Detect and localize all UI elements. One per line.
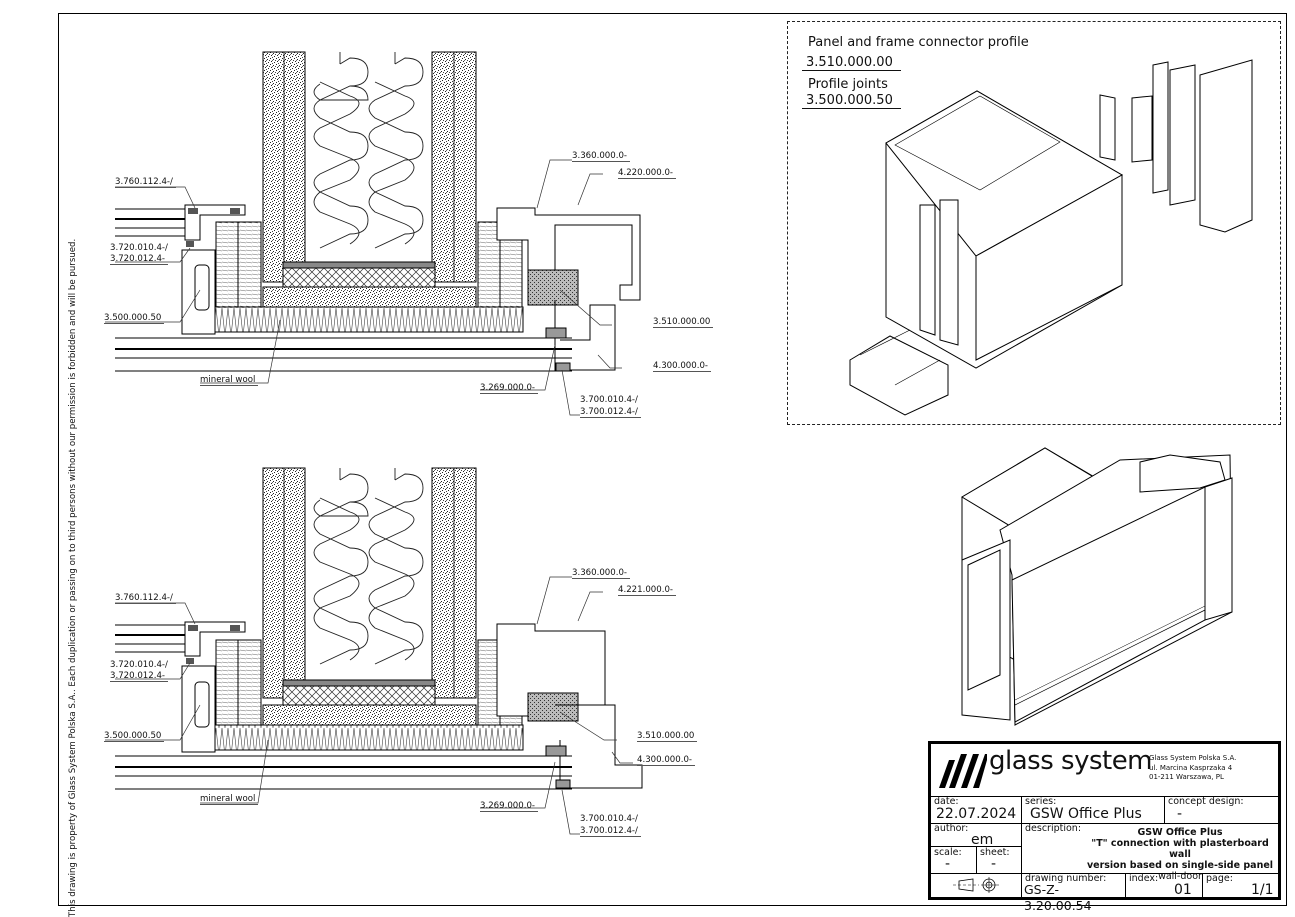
- callout-door-frame: 4.300.000.0-: [653, 361, 712, 372]
- callout-connector-profile: 3.510.000.00: [653, 317, 714, 328]
- logo-mark-icon: [939, 754, 987, 788]
- series-caption: series:: [1025, 796, 1057, 807]
- plan-section-bottom: [115, 467, 643, 790]
- callout-profile-joint: 3.500.000.50: [104, 313, 165, 324]
- profile-joints-code: 3.500.000.50: [802, 93, 901, 109]
- sheet-cell: sheet: -: [977, 847, 1021, 873]
- index-value: 01: [1174, 882, 1192, 898]
- callout-bottom-seal-2: 3.700.012.4-/: [580, 407, 641, 418]
- callout-frame-profile: 4.220.000.0-: [618, 168, 677, 179]
- title-block-header: glass system Glass System Polska S.A. ul…: [931, 744, 1278, 797]
- company-name: Glass System Polska S.A.: [1149, 754, 1237, 762]
- callout-bottom-seal-1: 3.700.010.4-/: [580, 814, 638, 824]
- description-line-3: version based on single-side panel: [1086, 860, 1274, 871]
- date-value: 22.07.2024: [936, 806, 1017, 822]
- description-line-1: GSW Office Plus: [1137, 827, 1223, 838]
- index-caption: index:: [1129, 873, 1159, 884]
- drawing-number-cell: drawing number: GS-Z-3.20.00.54: [1022, 873, 1124, 913]
- author-value: em: [971, 832, 994, 848]
- description-caption: description:: [1025, 823, 1082, 834]
- page-caption: page:: [1206, 873, 1233, 884]
- description-line-2: "T" connection with plasterboard wall: [1091, 838, 1269, 860]
- concept-cell: concept design: -: [1165, 796, 1275, 823]
- callout-glass-seal: 3.269.000.0-: [480, 383, 539, 394]
- callout-mineral-wool: mineral wool: [200, 794, 259, 805]
- callout-seal-top: 3.760.112.4-/: [115, 177, 176, 188]
- page-value: 1/1: [1251, 882, 1274, 898]
- profile-joints-title: Profile joints: [808, 77, 888, 92]
- callout-seal-mid-1: 3.720.010.4-/: [110, 660, 168, 670]
- author-caption: author:: [934, 823, 969, 834]
- title-block: glass system Glass System Polska S.A. ul…: [928, 741, 1281, 913]
- callout-connector-profile: 3.510.000.00: [637, 731, 698, 742]
- concept-value: -: [1177, 806, 1183, 822]
- scale-caption: scale:: [934, 847, 962, 858]
- description-cell: description: GSW Office Plus "T" connect…: [1022, 823, 1278, 882]
- scale-cell: scale: -: [931, 847, 976, 873]
- connector-profile-code: 3.510.000.00: [802, 55, 901, 71]
- series-value: GSW Office Plus: [1030, 806, 1142, 822]
- concept-caption: concept design:: [1168, 796, 1244, 807]
- callout-seal-mid-2: 3.720.012.4-: [110, 671, 169, 682]
- callout-seal-mid-2: 3.720.012.4-: [110, 254, 169, 265]
- drawing-number-caption: drawing number:: [1025, 873, 1107, 884]
- logo-text: glass system: [989, 746, 1153, 776]
- date-cell: date: 22.07.2024: [931, 796, 1021, 823]
- isometric-view-assembled: [961, 447, 1233, 726]
- drawing-border: [58, 13, 1287, 906]
- callout-frame-profile: 4.221.000.0-: [618, 585, 677, 596]
- series-cell: series: GSW Office Plus: [1022, 796, 1163, 823]
- projection-symbol-icon: [953, 877, 999, 893]
- leader-lines-top: [105, 159, 622, 416]
- callout-glass-seal: 3.269.000.0-: [480, 801, 539, 812]
- isometric-detail-box: [787, 21, 1281, 425]
- author-cell: author: em: [931, 823, 1021, 848]
- plan-section-top: [115, 51, 641, 372]
- description-line-4: wall-door: [1158, 871, 1202, 882]
- callout-bottom-seal-1: 3.700.010.4-/: [580, 395, 638, 405]
- drawing-number-value: GS-Z-3.20.00.54: [1024, 882, 1092, 913]
- scale-value: -: [945, 856, 951, 872]
- company-street: ul. Marcina Kasprzaka 4: [1149, 763, 1233, 772]
- isometric-view-exploded: [849, 59, 1253, 416]
- index-cell: index: 01: [1126, 873, 1202, 898]
- sheet-caption: sheet:: [980, 847, 1010, 858]
- callout-cover-profile: 3.360.000.0-: [572, 151, 631, 162]
- connector-profile-title: Panel and frame connector profile: [808, 35, 1029, 50]
- company-address: Glass System Polska S.A. ul. Marcina Kas…: [1149, 754, 1236, 783]
- callout-seal-top: 3.760.112.4-/: [115, 593, 176, 604]
- callout-cover-profile: 3.360.000.0-: [572, 568, 631, 579]
- callout-bottom-seal-2: 3.700.012.4-/: [580, 826, 641, 837]
- date-caption: date:: [934, 796, 959, 807]
- callout-profile-joint: 3.500.000.50: [104, 731, 165, 742]
- page-cell: page: 1/1: [1203, 873, 1278, 898]
- callout-door-frame: 4.300.000.0-: [637, 755, 696, 766]
- company-city: 01-211 Warszawa, PL: [1149, 773, 1224, 781]
- projection-cell: [931, 873, 1021, 897]
- callout-seal-mid-1: 3.720.010.4-/: [110, 243, 168, 253]
- sheet-value: -: [991, 856, 997, 872]
- callout-mineral-wool: mineral wool: [200, 375, 259, 386]
